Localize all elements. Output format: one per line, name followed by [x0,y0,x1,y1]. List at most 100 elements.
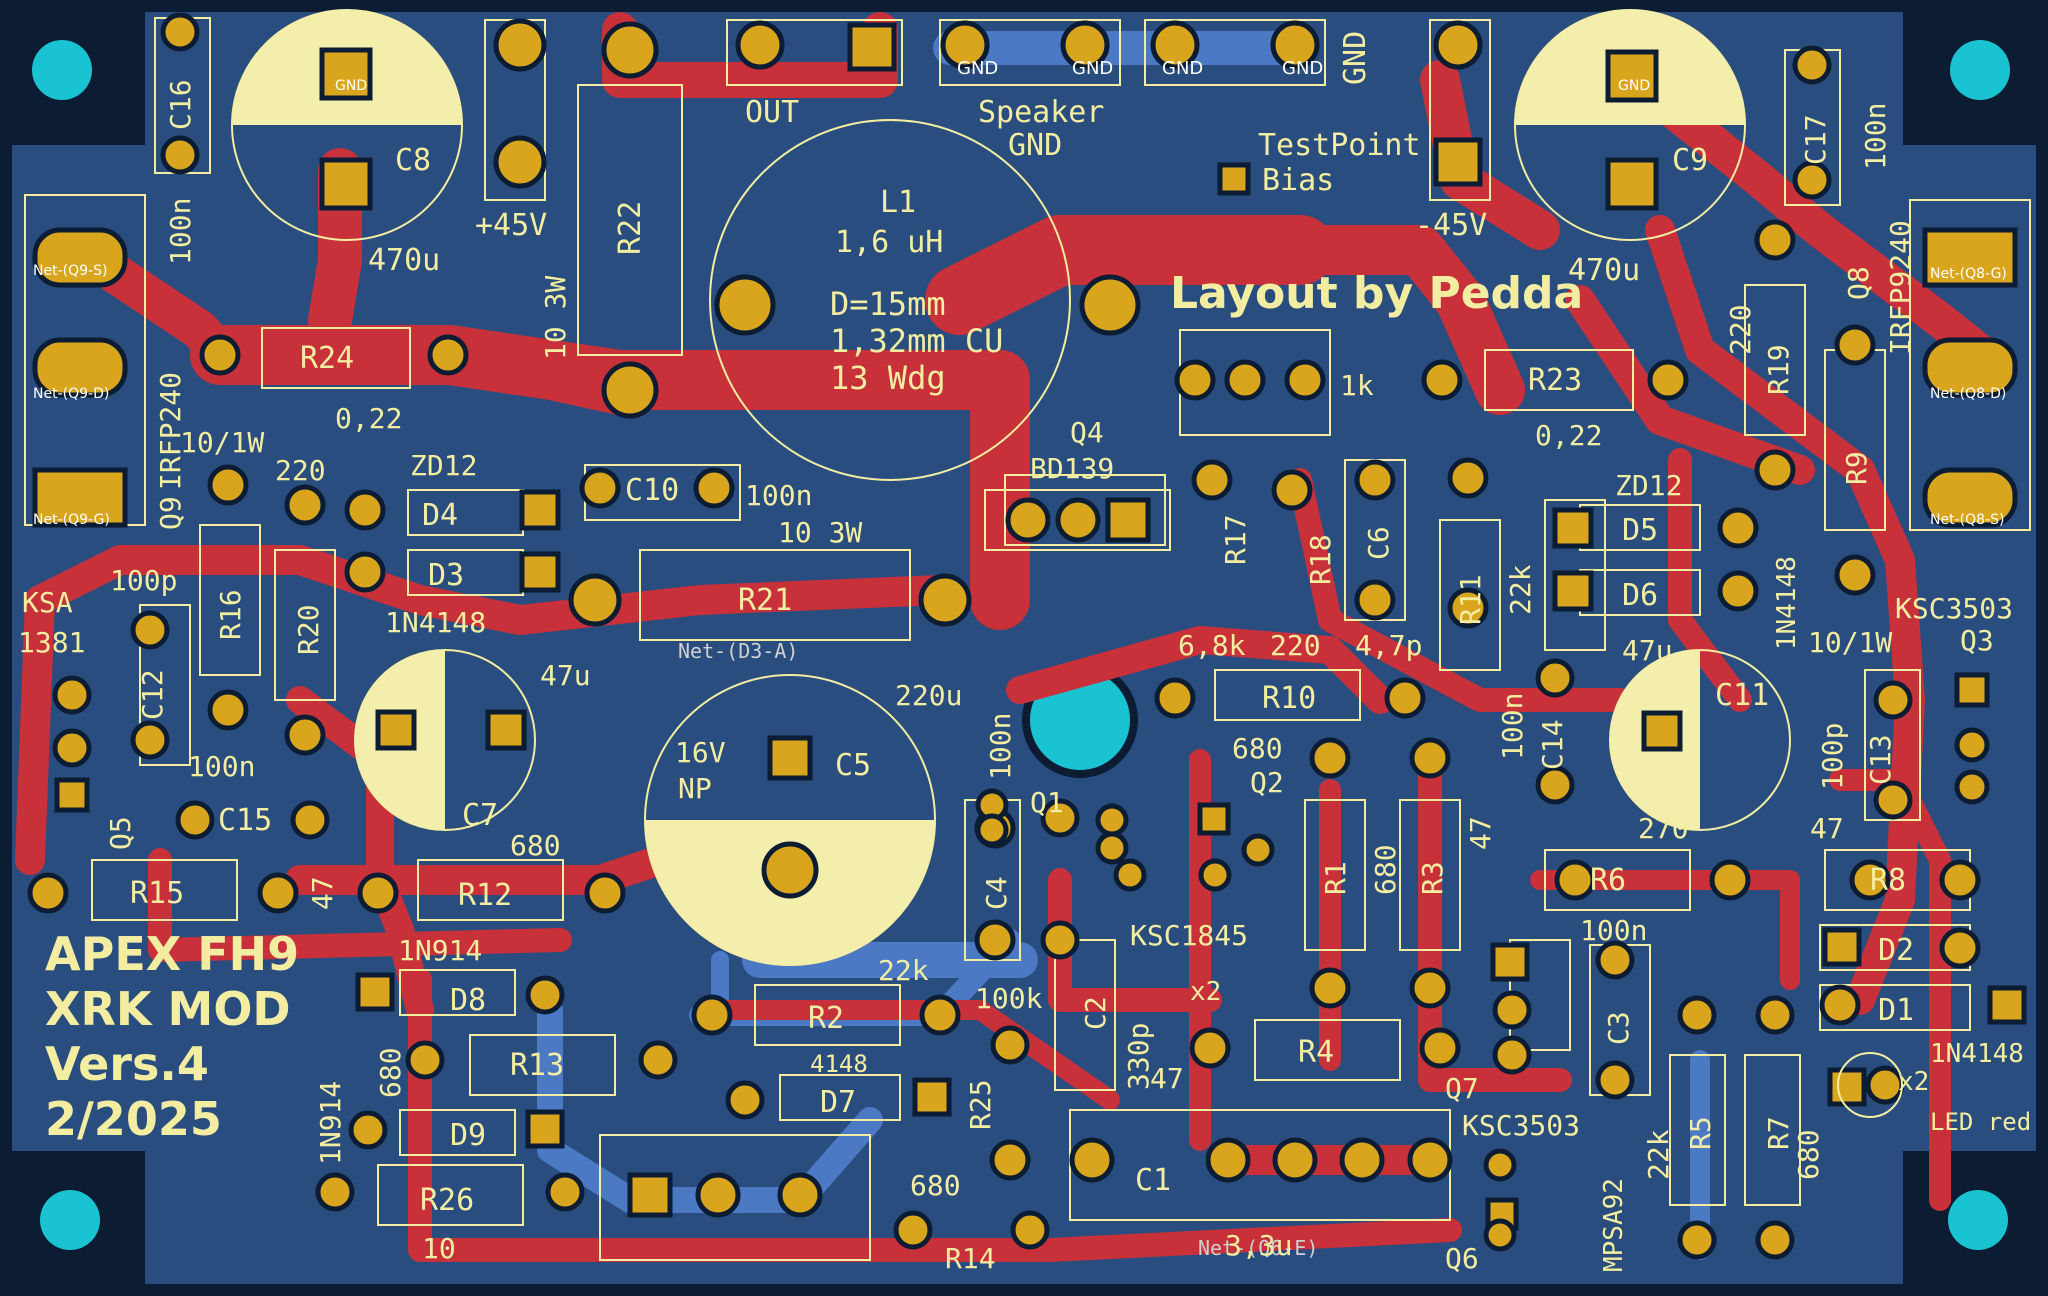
val-220-c: 220 [1724,304,1757,355]
val-680-c: 680 [1369,844,1402,895]
ref-r1: R1 [1319,861,1352,895]
led-label: LED red [1930,1108,2031,1136]
val-22k-b: 22k [878,954,929,987]
val-330p: 330p [1122,1023,1155,1090]
inductor-outline [709,119,1071,481]
ref-c15: C15 [218,803,272,838]
ref-r3: R3 [1416,861,1449,895]
val-np: NP [678,772,712,805]
ref-1n4148-c: 1N4148 [1930,1039,2024,1069]
ref-ksa: KSA [22,586,73,619]
ref-c4: C4 [980,876,1013,910]
val-22k-c: 22k [1642,1129,1675,1180]
val-100n-a: 100n [164,198,197,265]
ref-ksc1845: KSC1845 [1130,919,1248,952]
val-47u-b: 47u [1622,634,1673,667]
pads [27,12,2027,1260]
ref-r23: R23 [1528,363,1582,398]
ref-1381: 1381 [18,626,85,659]
pad-gnd-3: GND [1162,58,1203,79]
ref-zd12-b: ZD12 [1615,469,1682,502]
ref-r17: R17 [1219,514,1252,565]
ref-d8: D8 [450,983,486,1018]
val-470u-a: 470u [368,243,440,278]
ref-c12: C12 [136,669,169,720]
ref-r9: R9 [1840,451,1873,485]
ref-c7: C7 [462,798,498,833]
ref-r5: R5 [1684,1116,1717,1150]
speaker-label: Speaker [978,95,1104,130]
ref-q2: Q2 [1250,766,1284,799]
ref-1n914-b: 1N914 [314,1081,347,1165]
led-outline [1837,1052,1903,1118]
val-100p-a: 100p [110,564,177,597]
pad-q9g: Net-(Q9-G) [33,512,110,528]
ref-zd12-a: ZD12 [410,449,477,482]
val-100n-b: 100n [745,479,812,512]
gnd-vertical-label: GND [1338,31,1373,85]
ref-q6: Q6 [1445,1242,1479,1275]
val-47u-a: 47u [540,659,591,692]
ref-q7: Q7 [1445,1072,1479,1105]
pad-q8s: Net-(Q8-S) [1930,512,2004,528]
ref-d9: D9 [450,1118,486,1153]
ref-r14: R14 [945,1242,996,1275]
pad-q8d: Net-(Q8-D) [1930,386,2006,402]
val-100k: 100k [975,982,1043,1015]
testpoint-label: TestPoint [1258,128,1421,163]
bias-label: Bias [1262,163,1334,198]
out-label: OUT [745,95,799,130]
plus45-label: +45V [475,208,547,243]
ref-1n4148-a: 1N4148 [385,606,486,639]
ref-d3: D3 [428,558,464,593]
ref-c14: C14 [1536,719,1569,770]
pad-gnd-4: GND [1282,58,1323,79]
minus45-label: -45V [1415,208,1487,243]
ref-r2: R2 [808,1001,844,1036]
ref-c16: C16 [164,79,197,130]
title-line-3: Vers.4 [45,1037,209,1091]
val-10-3w-b: 10 3W [778,516,862,549]
ref-d1: D1 [1878,993,1914,1028]
ref-c9: C9 [1672,143,1708,178]
val-220-a: 220 [275,454,326,487]
val-220u: 220u [895,679,962,712]
ref-c1: C1 [1135,1163,1171,1198]
ref-q8: Q8 [1842,266,1875,300]
val-680-f: 680 [910,1169,961,1202]
ref-q5: Q5 [104,816,137,850]
pad-q9d: Net-(Q9-D) [33,386,109,402]
credit-label: Layout by Pedda [1170,268,1583,319]
ref-1n4148-b: 1N4148 [1772,556,1802,650]
ref-irfp9240: IRFP9240 [1884,220,1917,355]
pad-gnd-2: GND [1072,58,1113,79]
ref-c10: C10 [625,473,679,508]
val-10-3w-a: 10 3W [539,276,572,360]
ref-irfp240: IRFP240 [154,372,187,490]
silkscreen-text: Layout by Pedda APEX FH9 XRK MOD Vers.4 … [18,31,2031,1275]
x2-label-b: x2 [1190,977,1221,1007]
net-d3a-label: Net-(D3-A) [678,639,798,663]
val-1k: 1k [1340,369,1374,402]
ref-r6: R6 [1590,863,1626,898]
ref-q3: Q3 [1960,624,1994,657]
ref-c17: C17 [1799,114,1832,165]
ref-q4: Q4 [1070,416,1104,449]
val-470u-b: 470u [1568,253,1640,288]
val-16v: 16V [675,736,726,769]
val-100n-e: 100n [1496,693,1529,760]
ref-mpsa92: MPSA92 [1599,1178,1629,1272]
ref-d6: D6 [1622,578,1658,613]
ref-r7: R7 [1762,1116,1795,1150]
val-47-c: 47 [1810,812,1844,845]
val-680-a: 680 [510,829,561,862]
ref-ksc3503-b: KSC3503 [1462,1109,1580,1142]
val-4-7p: 4,7p [1355,629,1422,662]
ref-c2: C2 [1079,996,1112,1030]
net-q6e-label: Net-(Q6-E) [1198,1236,1318,1260]
ref-r15: R15 [130,876,184,911]
ref-d5: D5 [1622,513,1658,548]
ref-4148: 4148 [810,1050,868,1078]
val-47-a: 47 [306,876,339,910]
